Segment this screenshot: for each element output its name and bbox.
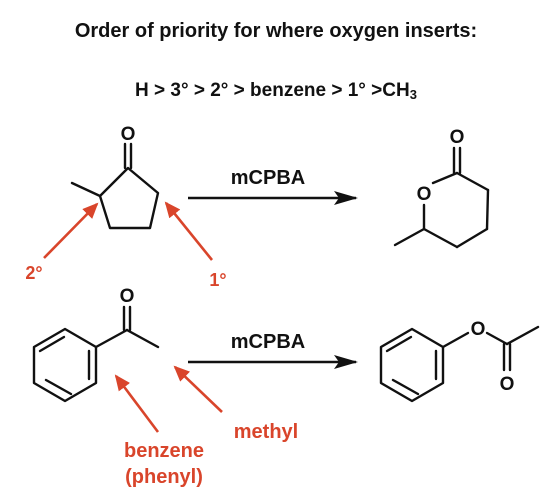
ester-oxygen: O: [471, 319, 486, 340]
methyl-arrow: [173, 365, 223, 413]
aryl-oxygen-bond: [441, 331, 470, 349]
lactone-methyl-bond: [393, 227, 426, 247]
product-benzene-ring: [379, 327, 445, 403]
acetyl-methyl-bond: [505, 325, 540, 346]
lactone-ring-oxygen: O: [417, 184, 432, 205]
ketone-oxygen: O: [121, 124, 136, 145]
primary-carbon-label: 1°: [209, 270, 226, 290]
reaction-1: O 2° 1° mCPBA O O: [25, 124, 490, 290]
lactone-bond-2: [485, 188, 490, 231]
cyclopentane-ring: [98, 166, 160, 230]
lactone-carbonyl-oxygen: O: [450, 127, 465, 148]
benzene-double-bond-2: [44, 378, 73, 396]
acetophenone-structure: [32, 305, 160, 403]
lactone-structure: [393, 146, 490, 249]
product-benzene-double-bond-2: [391, 378, 420, 396]
secondary-carbon-arrow: [43, 202, 99, 259]
reagent-label-1: mCPBA: [231, 167, 305, 189]
lactone-bond-1: [455, 171, 490, 192]
product-benzene-double-bond-3: [385, 335, 413, 353]
phenyl-arrow: [114, 374, 160, 433]
secondary-carbon-label: 2°: [25, 263, 42, 283]
phenyl-acetate-structure: [379, 325, 540, 403]
aryl-carbonyl-bond: [94, 328, 129, 349]
diagram-title: Order of priority for where oxygen inser…: [74, 20, 478, 42]
primary-carbon-arrow: [164, 201, 214, 261]
benzene-ring: [32, 327, 98, 403]
priority-order: H > 3° > 2° > benzene > 1° >CH3: [0, 80, 552, 102]
methylcyclopentanone-structure: [70, 142, 160, 230]
benzene-double-bond-3: [38, 335, 66, 353]
methyl-label: methyl: [234, 421, 298, 443]
lactone-bond-6: [431, 171, 459, 185]
oxygen-acyl-bond: [485, 331, 509, 346]
methyl-bond: [70, 181, 102, 198]
ketone-methyl-bond: [125, 328, 160, 349]
priority-order-subscript: 3: [409, 87, 417, 102]
reaction-2: O methyl benzene (phenyl) mCPBA: [32, 286, 540, 488]
benzene-label: benzene: [124, 440, 204, 462]
ketone-oxygen-2: O: [120, 286, 135, 307]
ester-carbonyl-oxygen: O: [500, 374, 515, 395]
lactone-bond-4: [422, 227, 459, 249]
phenyl-label: (phenyl): [125, 466, 203, 488]
lactone-bond-3: [455, 227, 489, 249]
reagent-label-2: mCPBA: [231, 331, 305, 353]
priority-order-text: H > 3° > 2° > benzene > 1° >CH: [135, 80, 410, 101]
